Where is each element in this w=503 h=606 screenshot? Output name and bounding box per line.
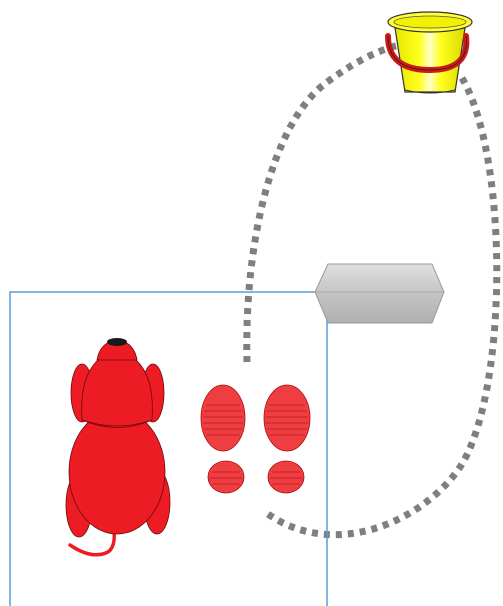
dotted-path [243,41,501,539]
right-footprint [263,384,311,494]
footprints-icon [200,384,311,494]
obstacle-platform [314,263,445,324]
bucket-icon [385,11,473,94]
left-footprint [200,384,246,494]
rat-icon [65,338,171,557]
arena-box [9,291,328,606]
